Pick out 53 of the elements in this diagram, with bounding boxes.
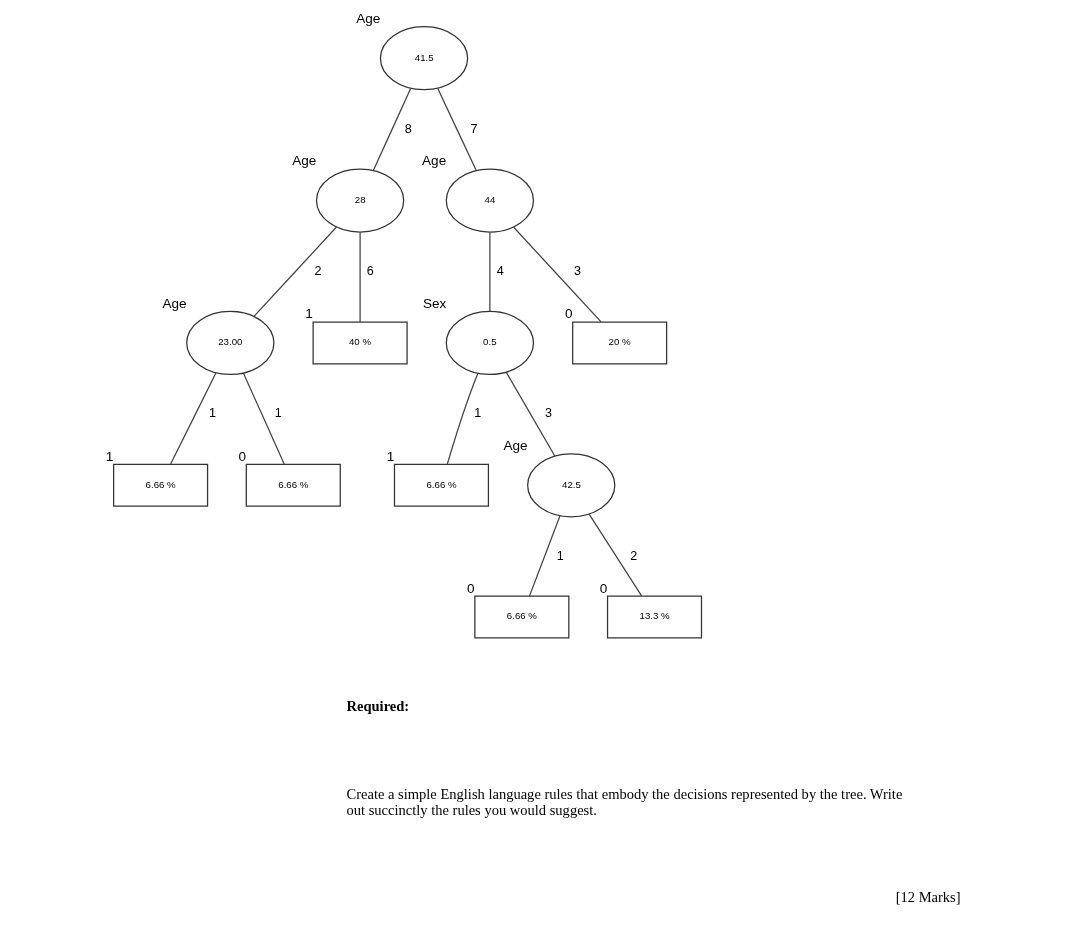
edge-label: 3: [574, 264, 582, 279]
edge-label: 6: [366, 264, 374, 279]
edge-label: 2: [314, 264, 322, 279]
label: [12 Marks]: [895, 889, 961, 906]
node-label: Age: [292, 153, 317, 169]
node-label: 1: [386, 448, 395, 464]
edge-label: 8: [404, 121, 412, 136]
node-label: Age: [422, 153, 447, 169]
node-ellipse: 28: [315, 168, 405, 233]
node-label: 1: [105, 448, 114, 464]
node-label: 0: [238, 448, 247, 464]
connector: [253, 226, 337, 317]
label: Create a simple English language rules that embody the decisions represented by the tree. Write out succinctly the rules you would suggest.: [346, 785, 903, 819]
connector: [588, 513, 643, 597]
edge-label: 3: [545, 406, 553, 421]
node-ellipse: 42.5: [527, 453, 616, 518]
node-ellipse: 23.00: [186, 310, 275, 376]
connector: [242, 372, 285, 465]
node-label: Sex: [423, 295, 447, 311]
node-label: Age: [162, 295, 187, 311]
node-label: 0: [599, 580, 608, 596]
node-ellipse: 0.5: [445, 310, 535, 376]
connector: [505, 371, 556, 457]
connector: [513, 226, 602, 323]
node-label: Age: [503, 438, 528, 454]
edge-label: 1: [209, 406, 217, 421]
connector: [169, 372, 217, 465]
edge-label: 4: [496, 264, 504, 279]
edge-label: 1: [474, 406, 482, 421]
connector: [372, 87, 412, 172]
node-label: Age: [356, 11, 381, 27]
node-box: 40 %: [312, 321, 408, 365]
node-ellipse: 44: [445, 168, 535, 233]
edge-label: 7: [470, 121, 478, 136]
node-box: 13.3 %: [606, 595, 703, 639]
label: Required:: [346, 698, 410, 715]
edge-label: 1: [274, 406, 282, 421]
node-ellipse: 41.5: [379, 26, 469, 91]
connector: [446, 372, 479, 465]
connector: [528, 515, 561, 597]
edge-label: 2: [630, 548, 638, 563]
node-label: 1: [305, 306, 313, 322]
connector: [489, 231, 491, 312]
connector: [359, 231, 361, 323]
node-box: 6.66 %: [474, 595, 570, 639]
node-box: 6.66 %: [113, 463, 209, 507]
node-box: 6.66 %: [245, 463, 341, 507]
node-label: 0: [564, 306, 573, 322]
node-box: 6.66 %: [393, 463, 490, 507]
node-box: 20 %: [572, 321, 668, 365]
connector: [437, 87, 477, 172]
edge-label: 1: [556, 548, 564, 563]
node-label: 0: [467, 580, 475, 596]
